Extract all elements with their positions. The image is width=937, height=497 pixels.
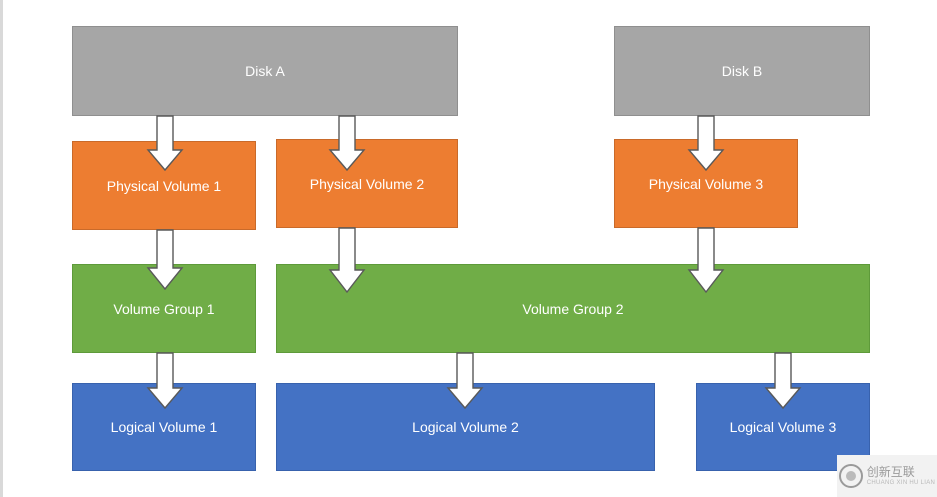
arrow-vg1-to-lv1 xyxy=(146,352,184,410)
arrow-disk-a-to-pv2 xyxy=(328,115,366,172)
volume-group-2: Volume Group 2 xyxy=(276,264,870,353)
disk-a: Disk A xyxy=(72,26,458,116)
physical-volume-2-label: Physical Volume 2 xyxy=(309,175,425,192)
disk-a-label: Disk A xyxy=(245,63,285,79)
volume-group-2-label: Volume Group 2 xyxy=(522,300,624,317)
arrow-vg2-to-lv3 xyxy=(764,352,802,410)
arrow-vg2-to-lv2 xyxy=(446,352,484,410)
arrow-pv1-to-vg1 xyxy=(146,229,184,291)
watermark: 创新互联 CHUANG XIN HU LIAN xyxy=(837,455,937,497)
logical-volume-2-label: Logical Volume 2 xyxy=(412,419,519,435)
physical-volume-3: Physical Volume 3 xyxy=(614,139,798,228)
left-edge-divider xyxy=(0,0,3,497)
physical-volume-2: Physical Volume 2 xyxy=(276,139,458,228)
logical-volume-3-label: Logical Volume 3 xyxy=(729,419,837,435)
watermark-logo-icon xyxy=(838,464,863,488)
logical-volume-1-label: Logical Volume 1 xyxy=(110,419,218,435)
watermark-text: 创新互联 xyxy=(866,465,915,479)
disk-b-label: Disk B xyxy=(721,63,763,79)
disk-b: Disk B xyxy=(614,26,870,116)
arrow-pv3-to-vg2 xyxy=(687,227,725,294)
logical-volume-1: Logical Volume 1 xyxy=(72,383,256,471)
watermark-subtext: CHUANG XIN HU LIAN xyxy=(866,480,936,486)
arrow-disk-a-to-pv1 xyxy=(146,115,184,172)
physical-volume-3-label: Physical Volume 3 xyxy=(648,175,764,192)
watermark-text-block: 创新互联 CHUANG XIN HU LIAN xyxy=(867,466,935,486)
arrow-disk-b-to-pv3 xyxy=(687,115,725,172)
arrow-pv2-to-vg2 xyxy=(328,227,366,294)
physical-volume-1-label: Physical Volume 1 xyxy=(106,177,222,194)
volume-group-1-label: Volume Group 1 xyxy=(113,300,215,317)
